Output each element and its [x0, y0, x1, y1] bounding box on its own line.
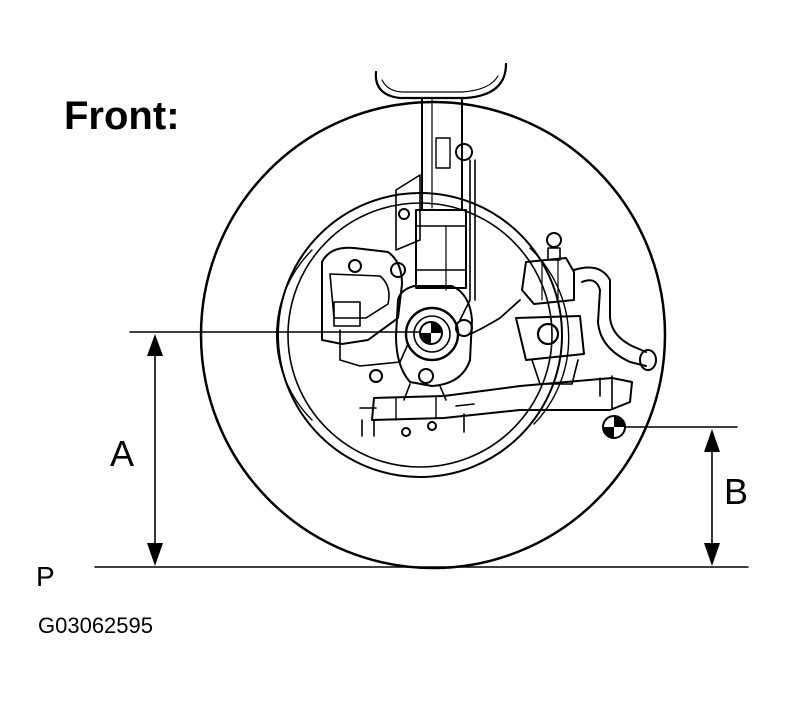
- brake-caliper: [321, 246, 409, 383]
- figure-code: G03062595: [38, 613, 153, 638]
- wheel-center-marker: [419, 321, 443, 345]
- strut-assembly: [374, 62, 508, 321]
- steering-knuckle: [395, 285, 473, 401]
- reference-lines: [94, 331, 749, 568]
- diagram-title: Front:: [64, 94, 180, 138]
- ground-plane-label: P: [36, 561, 55, 592]
- lower-control-arm: [359, 375, 633, 437]
- dimension-b-label: B: [724, 471, 749, 512]
- pivot-point-marker: [602, 415, 626, 439]
- steering-rack: [469, 232, 657, 385]
- dimension-a-label: A: [110, 433, 135, 474]
- tire: [199, 100, 667, 570]
- dimension-a-arrow: [147, 334, 163, 566]
- dimension-b-arrow: [704, 429, 720, 566]
